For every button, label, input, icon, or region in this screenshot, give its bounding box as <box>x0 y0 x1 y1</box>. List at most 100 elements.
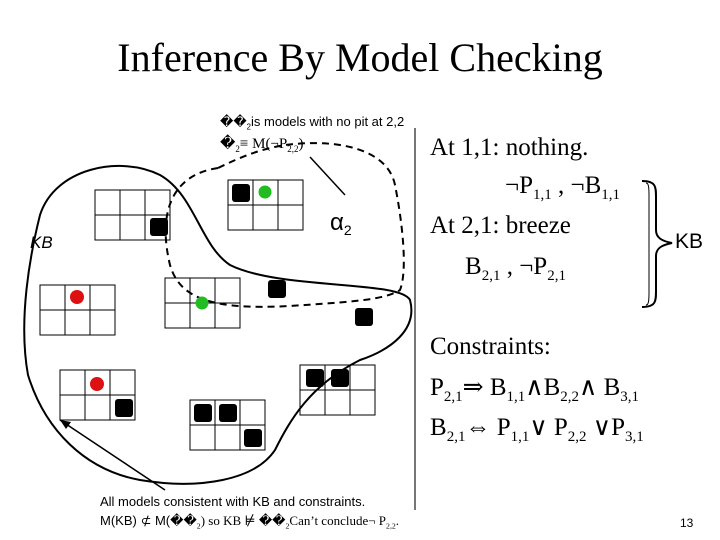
alpha-sub: 2 <box>235 144 240 154</box>
grid-cell <box>214 277 241 304</box>
grid-cell <box>84 394 111 421</box>
model-grid <box>94 189 171 241</box>
pit-square <box>115 399 133 417</box>
constraint-2: B2,1⇔ P1,1∨ P2,2 ∨P3,1 <box>430 412 644 446</box>
grid-cell <box>89 284 116 311</box>
kb-label: KB <box>675 230 704 253</box>
grid-cell <box>277 179 304 206</box>
grid-cell <box>89 309 116 336</box>
kb-region-label: KB <box>30 233 53 252</box>
alpha-caption-line1: ��2is models with no pit at 2,2 <box>220 114 404 132</box>
bottom-arrow-head <box>60 420 71 429</box>
grid-cell <box>239 424 266 451</box>
grid-cell <box>277 204 304 231</box>
text-segment: B <box>430 414 447 441</box>
grid-cell <box>349 364 376 391</box>
text-segment: ∨ P <box>529 414 568 441</box>
alpha-caption-arrow <box>309 156 346 196</box>
pit-square <box>355 308 373 326</box>
alpha-caption-line2: �2≡ M(¬P2,2) <box>220 134 303 154</box>
text-segment: , ¬B <box>551 172 602 199</box>
subscript: 2,2 <box>560 389 580 405</box>
model-grid <box>164 277 373 329</box>
pit-square <box>331 369 349 387</box>
kb-region-outline <box>23 164 413 485</box>
percept-line3: At 2,1: breeze <box>430 212 571 239</box>
text-segment: ⇒ B <box>462 374 507 401</box>
subscript: 2,2 <box>567 429 587 445</box>
grid-cell <box>64 309 91 336</box>
green-marker <box>195 296 209 310</box>
grid-cell <box>227 204 254 231</box>
pit-square <box>268 280 286 298</box>
red-marker <box>70 290 84 304</box>
red-marker <box>90 377 104 391</box>
grid-cell <box>164 302 191 329</box>
grid-cell <box>164 277 191 304</box>
model-illustration: KB α2 <box>23 142 413 491</box>
alpha-caption-end: ) <box>298 136 304 152</box>
grid-cell <box>94 214 121 241</box>
grid-cell <box>144 189 171 216</box>
alpha2-region-outline <box>164 142 405 308</box>
grid-cell <box>144 214 171 241</box>
grid-cell <box>324 389 351 416</box>
text-segment: M(KB) ⊄ M( <box>100 513 171 528</box>
constraints-heading: Constraints: <box>430 333 551 360</box>
alpha-caption-rest-sub: 2,2 <box>287 144 299 154</box>
grid-cell <box>119 189 146 216</box>
text-segment: P <box>430 374 444 401</box>
alpha-glyph: �� <box>220 114 247 129</box>
green-marker <box>258 185 272 199</box>
text-segment: ∧B <box>525 374 561 401</box>
vertical-divider <box>414 128 416 510</box>
text-segment: ∧ B <box>579 374 621 401</box>
percept-line4: B2,1 , ¬P2,1 <box>465 253 566 285</box>
subscript: 3,1 <box>625 429 644 445</box>
text-segment: B <box>465 253 482 280</box>
model-grid <box>299 364 376 416</box>
kb-brace <box>641 180 673 308</box>
subscript: 2 <box>196 521 201 531</box>
bottom-caption-line2: M(KB) ⊄ M(��2) so KB ⊭ ��2Can’t conclude… <box>100 513 399 531</box>
model-grid <box>227 179 304 231</box>
subscript: 1,1 <box>533 187 552 203</box>
pit-square <box>244 429 262 447</box>
pit-square <box>150 218 168 236</box>
grid-cell <box>252 204 279 231</box>
subscript: 2 <box>285 521 290 531</box>
subscript: 1,1 <box>506 389 526 405</box>
constraint-1: P2,1⇒ B1,1∧B2,2∧ B3,1 <box>430 372 639 406</box>
model-grid <box>39 284 116 336</box>
subscript: 3,1 <box>620 389 639 405</box>
text-segment: . <box>395 513 400 528</box>
text-segment: ⇔ P <box>465 414 511 441</box>
pit-square <box>232 184 250 202</box>
subscript: 1,1 <box>510 429 530 445</box>
slide-title: Inference By Model Checking <box>117 35 603 80</box>
pit-square <box>306 369 324 387</box>
grid-cell <box>59 394 86 421</box>
page-number: 13 <box>680 516 694 530</box>
pit-square <box>219 404 237 422</box>
grid-cell <box>109 394 136 421</box>
subscript: 2,1 <box>547 268 566 284</box>
subscript: 2,2 <box>386 521 396 531</box>
subscript: 2,1 <box>481 268 501 284</box>
text-segment: �� <box>258 513 286 528</box>
bottom-caption-line1: All models consistent with KB and constr… <box>100 494 366 509</box>
text-segment: ) so KB ⊭ <box>200 513 259 528</box>
grid-cell <box>119 214 146 241</box>
grid-cell <box>349 389 376 416</box>
subscript: 2,1 <box>446 429 466 445</box>
alpha-glyph: � <box>220 136 236 152</box>
alpha-sub: 2 <box>246 122 252 132</box>
grid-cell <box>214 424 241 451</box>
subscript: 1,1 <box>601 187 621 203</box>
model-grid <box>189 399 266 451</box>
grid-cell <box>189 424 216 451</box>
text-segment: �� <box>170 513 197 528</box>
grid-cell <box>94 189 121 216</box>
grid-cell <box>239 399 266 426</box>
percept-line2: ¬P1,1 , ¬B1,1 <box>505 172 620 204</box>
